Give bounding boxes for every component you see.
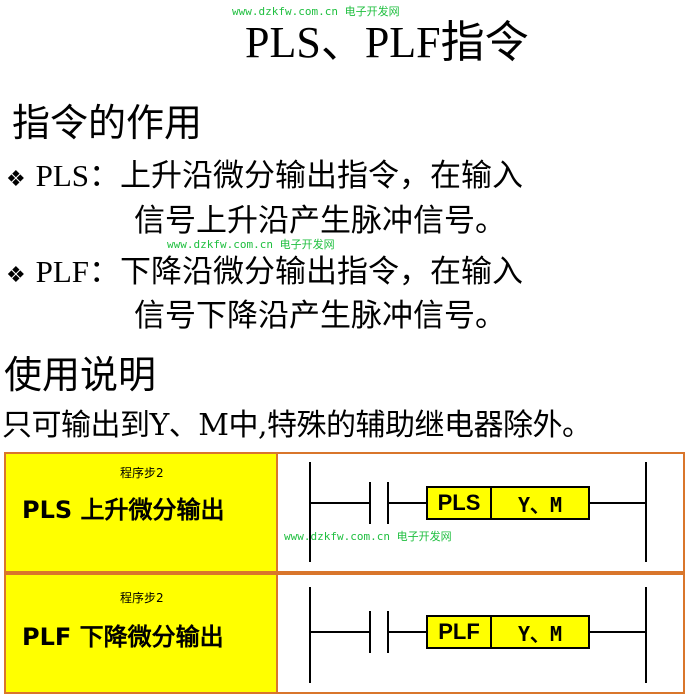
instruction-cell: 程序步2 PLS 上升微分输出 [6, 454, 278, 571]
ladder-lines [309, 587, 647, 683]
usage-text: 只可输出到Y、M中,特殊的辅助继电器除外。 [2, 408, 592, 443]
list-item-plf: ❖ PLF：下降沿微分输出指令，在输入 [6, 246, 523, 291]
watermark-cn: 电子开发网 [279, 238, 335, 251]
diamond-bullet-icon: ❖ [6, 263, 26, 288]
diamond-bullet-icon: ❖ [6, 167, 26, 192]
row-divider [6, 571, 683, 575]
watermark-url: www.dzkfw.com.cn [284, 530, 390, 543]
table-row: 程序步2 PLS 上升微分输出 PLS Y、M [6, 454, 683, 571]
ladder-diagram: PLF Y、M [278, 575, 683, 692]
section-heading-usage: 使用说明 [4, 353, 157, 397]
watermark-table: www.dzkfw.com.cn 电子开发网 [284, 528, 452, 544]
page-title: PLS、PLF指令 [245, 18, 529, 67]
watermark-url: www.dzkfw.com.cn [167, 238, 273, 251]
item-text-line1: 下降沿微分输出指令，在输入 [120, 254, 524, 290]
program-step-label: 程序步2 [120, 591, 164, 605]
watermark-cn: 电子开发网 [344, 5, 400, 18]
ladder-diagram: PLS Y、M [278, 454, 683, 571]
item-label: PLF： [35, 254, 121, 289]
item-text-line2: 信号下降沿产生脉冲信号。 [134, 298, 506, 334]
program-step-label: 程序步2 [120, 466, 164, 480]
list-item-pls: ❖ PLS：上升沿微分输出指令，在输入 [6, 150, 523, 195]
operand-label: Y、M [517, 621, 563, 646]
ladder-lines [309, 462, 647, 562]
item-text-line1: 上升沿微分输出指令，在输入 [120, 158, 524, 194]
watermark-url: www.dzkfw.com.cn [232, 5, 338, 18]
operand-label: Y、M [517, 492, 563, 517]
watermark-cn: 电子开发网 [396, 530, 452, 543]
instruction-name: PLS 上升微分输出 [22, 496, 225, 524]
opcode-label: PLS [428, 488, 492, 518]
instruction-box: PLS Y、M [426, 486, 590, 520]
item-text-line2: 信号上升沿产生脉冲信号。 [134, 203, 506, 239]
instruction-box: PLF Y、M [426, 615, 590, 649]
instruction-table: 程序步2 PLS 上升微分输出 PLS Y、M 程序步2 PLF 下降微分输出 [4, 452, 685, 694]
item-label: PLS： [35, 158, 121, 193]
instruction-cell: 程序步2 PLF 下降微分输出 [6, 575, 278, 692]
watermark-top: www.dzkfw.com.cn 电子开发网 [232, 3, 400, 19]
watermark-middle: www.dzkfw.com.cn 电子开发网 [167, 236, 335, 252]
table-row: 程序步2 PLF 下降微分输出 PLF Y、M [6, 575, 683, 692]
opcode-label: PLF [428, 617, 492, 647]
instruction-name: PLF 下降微分输出 [22, 623, 224, 651]
section-heading-purpose: 指令的作用 [12, 101, 203, 145]
